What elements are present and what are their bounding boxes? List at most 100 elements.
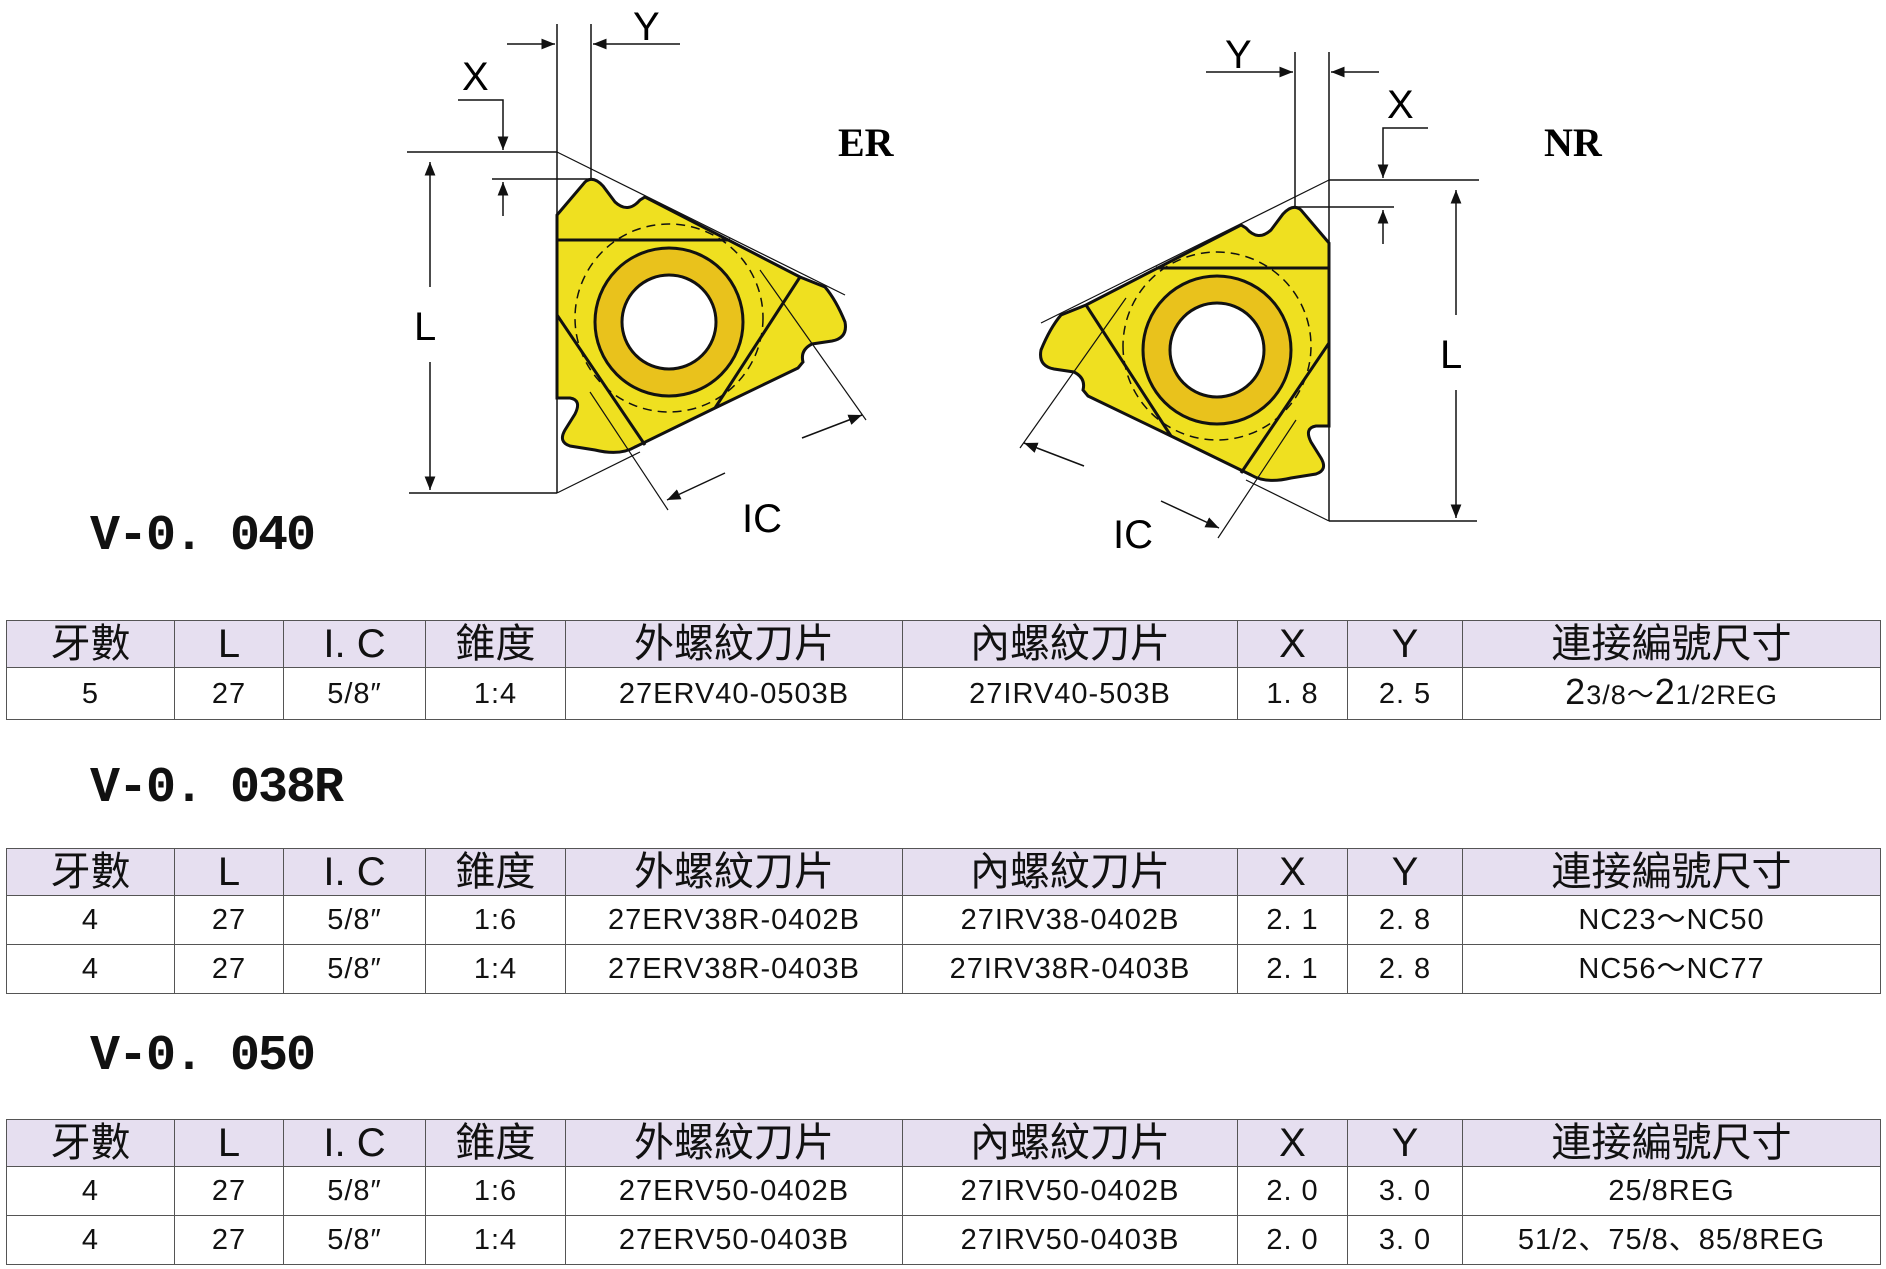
table-cell: 1. 8 [1237,667,1348,720]
table-cell: 2. 5 [1347,667,1463,720]
table-cell: 2. 0 [1237,1215,1348,1265]
column-header: I. C [283,620,426,668]
table-cell: 2. 1 [1237,895,1348,945]
insert-diagrams: ER Y X L IC NR Y X L IC [0,5,1603,557]
column-header: 錐度 [425,848,566,896]
column-header: I. C [283,1119,426,1167]
column-header: 外螺紋刀片 [565,848,903,896]
table-cell: 5/8″ [283,667,426,720]
column-header: 錐度 [425,620,566,668]
column-header: X [1237,1119,1348,1167]
connection-size-part: 2 [1565,671,1587,712]
table-cell: 27ERV38R-0403B [565,944,903,994]
table-cell: 2. 1 [1237,944,1348,994]
nr-label: NR [1544,120,1603,165]
table-cell: 1:6 [425,895,566,945]
table-cell: 1:4 [425,667,566,720]
connection-size-cell: 25/8REG [1462,1166,1881,1216]
table-cell: 27IRV50-0402B [902,1166,1238,1216]
column-header: L [174,620,284,668]
table-cell: 2. 8 [1347,895,1463,945]
table-cell: 4 [6,944,175,994]
table-cell: 2. 0 [1237,1166,1348,1216]
connection-size-cell: NC23～NC50 [1462,895,1881,945]
table-cell: 27ERV40-0503B [565,667,903,720]
table-cell: 4 [6,1215,175,1265]
column-header: L [174,1119,284,1167]
table-cell: 1:6 [425,1166,566,1216]
column-header: Y [1347,620,1463,668]
column-header: L [174,848,284,896]
connection-size-cell: 23/8～21/2REG [1462,667,1881,720]
er-ic-label: IC [742,497,782,541]
column-header: 連接編號尺寸 [1462,1119,1881,1167]
column-header: 外螺紋刀片 [565,1119,903,1167]
table-cell: 27IRV38R-0403B [902,944,1238,994]
table-cell: 27ERV50-0402B [565,1166,903,1216]
er-l-label: L [414,305,436,349]
table-cell: 27IRV38-0402B [902,895,1238,945]
section-title: V-0. 040 [90,508,316,565]
table-cell: 2. 8 [1347,944,1463,994]
er-x-label: X [462,55,489,99]
column-header: 連接編號尺寸 [1462,620,1881,668]
section-title: V-0. 050 [90,1028,316,1085]
table-cell: 27 [174,944,284,994]
table-cell: 5/8″ [283,1215,426,1265]
column-header: 錐度 [425,1119,566,1167]
table-cell: 1:4 [425,1215,566,1265]
column-header: 內螺紋刀片 [902,1119,1238,1167]
column-header: 連接編號尺寸 [1462,848,1881,896]
table-cell: 5/8″ [283,944,426,994]
nr-x-label: X [1387,83,1414,127]
column-header: Y [1347,1119,1463,1167]
table-cell: 27ERV38R-0402B [565,895,903,945]
connection-size-part: 25/8REG [1608,1175,1735,1207]
connection-size-part: NC56～NC77 [1578,953,1765,985]
connection-size-part: 2 [1654,671,1676,712]
column-header: 牙數 [6,1119,175,1167]
column-header: 牙數 [6,848,175,896]
connection-size-cell: 51/2、75/8、85/8REG [1462,1215,1881,1265]
table-cell: 3. 0 [1347,1215,1463,1265]
table-cell: 3. 0 [1347,1166,1463,1216]
table-cell: 27IRV50-0403B [902,1215,1238,1265]
column-header: Y [1347,848,1463,896]
section-title: V-0. 038R [90,760,344,817]
table-cell: 5/8″ [283,895,426,945]
connection-size-cell: NC56～NC77 [1462,944,1881,994]
connection-size-part: 51/2、75/8、85/8REG [1517,1224,1826,1256]
er-y-label: Y [633,5,660,49]
table-cell: 5 [6,667,175,720]
nr-y-label: Y [1225,33,1252,77]
column-header: X [1237,848,1348,896]
table-cell: 27ERV50-0403B [565,1215,903,1265]
table-cell: 27 [174,1166,284,1216]
table-cell: 4 [6,895,175,945]
er-label: ER [838,120,895,165]
connection-size-part: NC23～NC50 [1578,904,1765,936]
column-header: 外螺紋刀片 [565,620,903,668]
nr-l-label: L [1440,333,1462,377]
table-cell: 5/8″ [283,1166,426,1216]
column-header: 牙數 [6,620,175,668]
nr-ic-label: IC [1113,513,1153,557]
table-cell: 27IRV40-503B [902,667,1238,720]
connection-size-part: ～ [1626,680,1655,710]
table-cell: 27 [174,667,284,720]
table-cell: 27 [174,895,284,945]
column-header: 內螺紋刀片 [902,620,1238,668]
table-cell: 27 [174,1215,284,1265]
connection-size-part: 3/8 [1586,680,1627,710]
